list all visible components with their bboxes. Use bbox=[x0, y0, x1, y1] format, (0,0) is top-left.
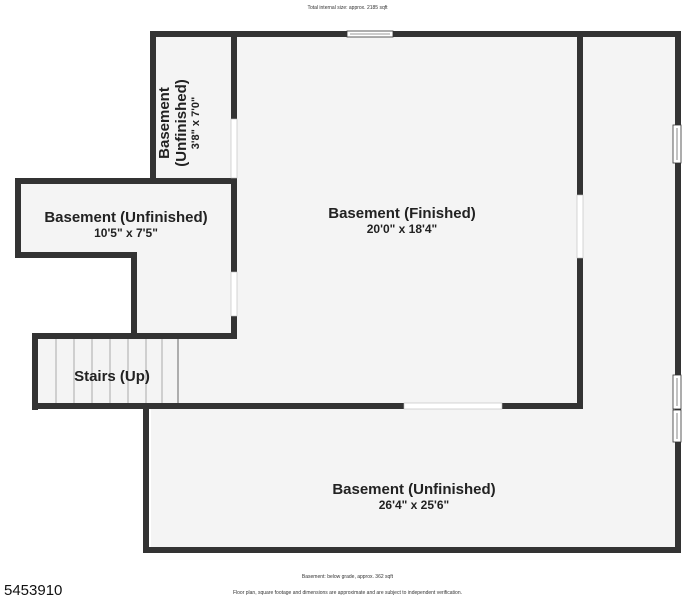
room-dims-closet: 3'8" x 7'0" bbox=[190, 96, 202, 150]
room-label-closet: Basement (Unfinished) 3'8" x 7'0" bbox=[156, 73, 210, 173]
stair-treads bbox=[55, 339, 179, 403]
wall-main-left bbox=[143, 403, 149, 553]
listing-id: 5453910 bbox=[4, 582, 63, 599]
wall-finished-bottom-left bbox=[150, 403, 404, 409]
wall-divider-lower bbox=[231, 316, 237, 339]
wall-stairs-bottom bbox=[32, 403, 152, 409]
wall-stairs-top bbox=[32, 333, 137, 339]
room-dims-west: 10'5" x 7'5" bbox=[94, 226, 158, 240]
wall-finished-right-lower bbox=[577, 258, 583, 409]
wall-top bbox=[150, 31, 681, 37]
windows bbox=[230, 30, 682, 443]
total-size-caption: Total internal size: approx. 2185 sqft bbox=[307, 5, 388, 11]
opening-finished-east bbox=[576, 194, 584, 259]
room-label-west: Basement (Unfinished) 10'5" x 7'5" bbox=[20, 209, 232, 240]
floor-west-passage bbox=[137, 253, 235, 335]
room-name-closet-line1: Basement bbox=[156, 87, 173, 159]
opening-closet bbox=[230, 118, 238, 179]
room-name-stairs: Stairs (Up) bbox=[74, 368, 150, 385]
wall-finished-right-upper bbox=[577, 31, 583, 195]
floor-areas bbox=[20, 35, 676, 548]
wall-east bbox=[675, 31, 681, 553]
room-dims-main: 26'4" x 25'6" bbox=[378, 498, 450, 512]
room-label-stairs: Stairs (Up) bbox=[38, 368, 186, 385]
floor-stairs bbox=[38, 337, 178, 405]
wall-finished-bottom-right bbox=[502, 403, 583, 409]
opening-finished-south bbox=[403, 402, 503, 410]
wall-passage-bottom bbox=[131, 333, 237, 339]
wall-west-bottom bbox=[15, 252, 137, 258]
room-name-closet-line2: (Unfinished) bbox=[173, 79, 190, 167]
wall-main-bottom bbox=[143, 547, 681, 553]
room-name-west: Basement (Unfinished) bbox=[44, 209, 208, 226]
grade-note: Basement: below grade, approx. 362 sqft bbox=[301, 574, 394, 580]
opening-passage bbox=[230, 271, 238, 317]
room-dims-finished: 20'0" x 18'4" bbox=[366, 222, 438, 236]
wall-west-top bbox=[15, 178, 237, 184]
room-label-finished: Basement (Finished) 20'0" x 18'4" bbox=[300, 205, 504, 236]
wall-west-passage-left bbox=[131, 252, 137, 339]
room-name-finished: Basement (Finished) bbox=[328, 205, 476, 222]
floor-right-block bbox=[151, 35, 676, 548]
floor-west-room bbox=[20, 183, 235, 253]
wall-closet-right-upper bbox=[231, 31, 237, 119]
wall-stairs-left bbox=[32, 333, 38, 410]
room-name-main: Basement (Unfinished) bbox=[332, 481, 496, 498]
wall-west-left bbox=[15, 178, 21, 258]
room-label-main: Basement (Unfinished) 26'4" x 25'6" bbox=[300, 481, 528, 512]
wall-closet-left bbox=[150, 31, 156, 183]
walls bbox=[15, 31, 681, 553]
wall-divider-middle bbox=[231, 178, 237, 272]
disclaimer: Floor plan, square footage and dimension… bbox=[232, 590, 463, 596]
